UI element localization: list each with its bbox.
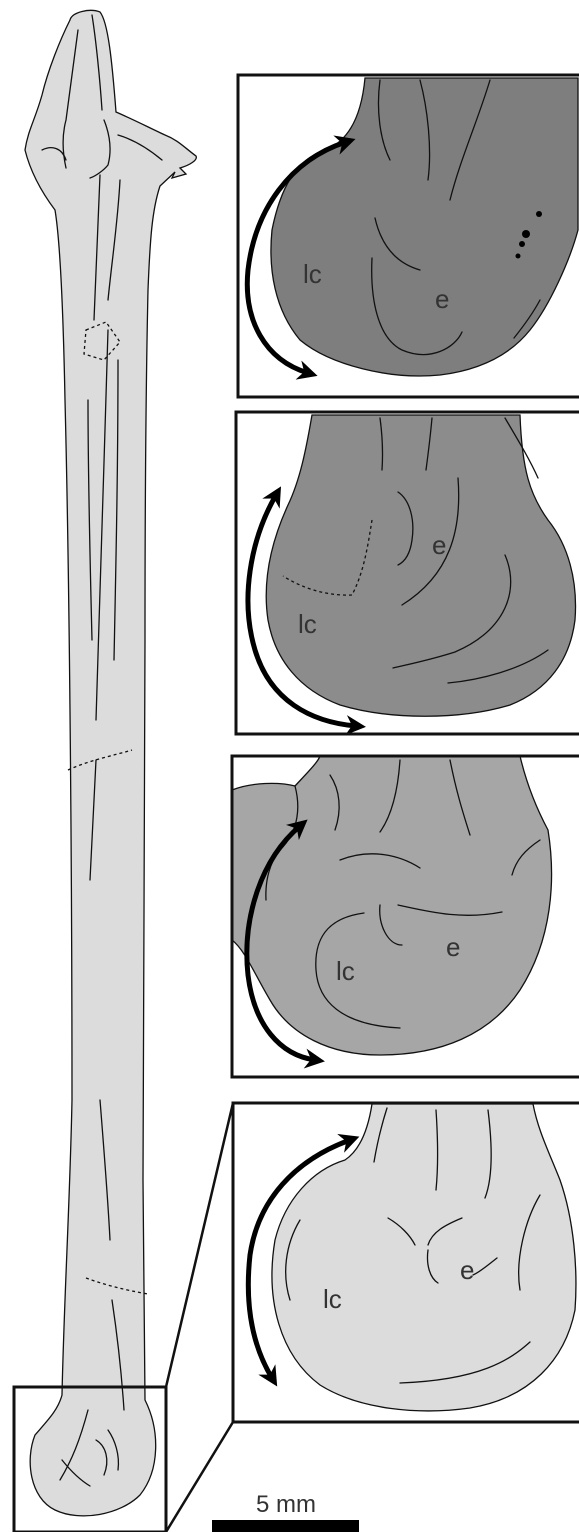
panel-2-lc-label: lc bbox=[298, 609, 317, 639]
panel-3-lc-label: lc bbox=[336, 956, 355, 986]
panel-3-e-label: e bbox=[446, 932, 460, 962]
zoom-connector-bottom bbox=[166, 1422, 233, 1532]
panel-4-e-label: e bbox=[460, 1255, 474, 1285]
panel-1-e-label: e bbox=[435, 284, 449, 314]
bone-outline bbox=[25, 10, 196, 1515]
scale-bar: 5 mm bbox=[212, 1491, 359, 1532]
panel-2-e-label: e bbox=[432, 530, 446, 560]
scale-bar-label: 5 mm bbox=[256, 1491, 316, 1518]
zoom-connector-top bbox=[166, 1103, 233, 1387]
panel-4-lc-label: lc bbox=[323, 1284, 342, 1314]
panel-4: e lc bbox=[248, 1104, 576, 1411]
panel-1: lc e bbox=[247, 78, 578, 376]
panel-3: e lc bbox=[232, 756, 552, 1060]
panel-1-bone bbox=[271, 78, 578, 376]
panel-4-bone bbox=[272, 1104, 576, 1411]
bone-drawing bbox=[25, 10, 196, 1515]
scale-bar-line bbox=[212, 1520, 359, 1532]
panel-3-bone bbox=[232, 756, 552, 1055]
panel-2: e lc bbox=[248, 415, 576, 726]
panel-1-lc-label: lc bbox=[303, 259, 322, 289]
